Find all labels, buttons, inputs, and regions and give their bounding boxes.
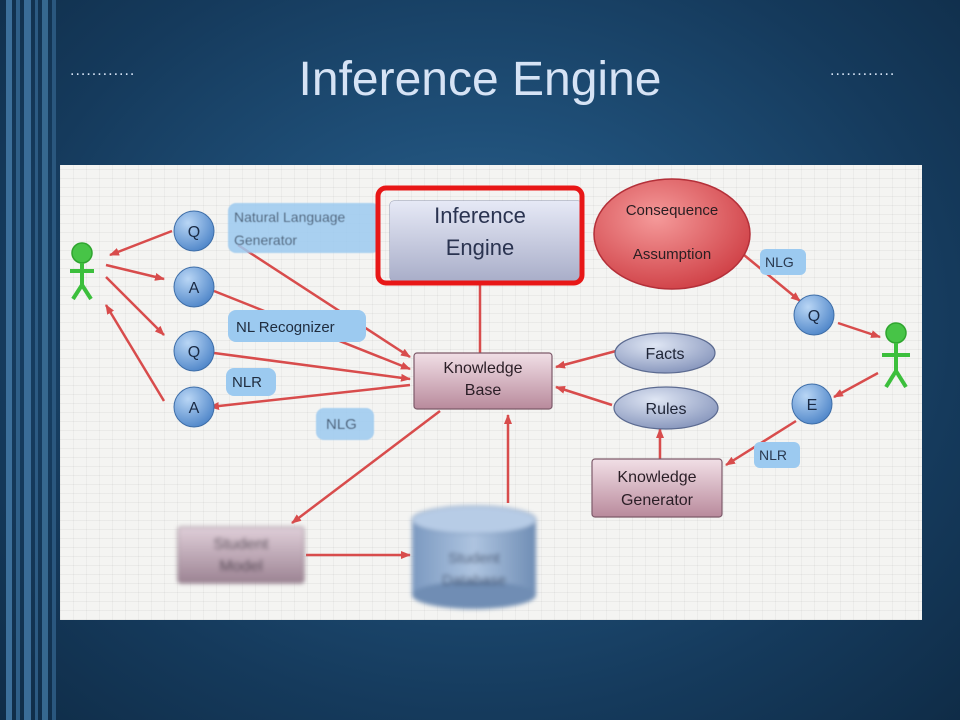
consequence-assumption-ellipse: Consequence Assumption — [593, 178, 751, 290]
decorative-stripes — [0, 0, 64, 720]
title-dots-left: ............ — [70, 62, 136, 79]
rules-oval: Rules — [613, 386, 719, 430]
box-label: Student — [448, 550, 501, 567]
arrow — [213, 351, 411, 382]
label-nlr-right: NLR — [754, 442, 800, 468]
inference-engine-diagram: Q A Q A Q E Natural Language Generator N… — [70, 178, 910, 609]
user-right-icon — [882, 322, 910, 389]
knowledge-base-box: Knowledge Base — [413, 352, 553, 410]
consequence-label: Consequence — [626, 202, 719, 219]
node-label: Q — [188, 224, 200, 241]
box-label: Student — [213, 536, 269, 553]
node-label: E — [807, 397, 818, 414]
box-label: Engine — [446, 235, 515, 260]
box-label: Model — [219, 558, 263, 575]
assumption-label: Assumption — [633, 246, 711, 263]
slide-title: Inference Engine — [298, 53, 662, 106]
label-text: NL Recognizer — [236, 319, 335, 336]
label-nlg-left: NLG — [316, 408, 374, 440]
label-natural-language-generator: Natural Language Generator — [228, 203, 380, 253]
arrow — [104, 304, 166, 402]
node-label: Q — [188, 344, 200, 361]
box-label: Base — [465, 382, 502, 399]
node-left-a2: A — [173, 386, 215, 428]
arrow — [209, 383, 411, 410]
node-left-q1: Q — [173, 210, 215, 252]
arrow — [109, 229, 173, 257]
arrow — [833, 371, 879, 399]
node-left-a1: A — [173, 266, 215, 308]
node-right-e: E — [791, 383, 833, 425]
arrow — [105, 276, 165, 336]
inference-engine-box: Inference Engine — [389, 200, 583, 282]
node-label: Q — [808, 308, 820, 325]
label-text: NLG — [326, 416, 357, 433]
arrow — [237, 243, 411, 359]
knowledge-generator-box: Knowledge Generator — [591, 458, 723, 518]
facts-oval: Facts — [614, 332, 716, 374]
label-text: Natural Language — [234, 209, 346, 225]
node-label: A — [189, 400, 200, 417]
label-text: NLR — [232, 374, 262, 391]
user-left-icon — [70, 242, 94, 301]
label-nlg-right: NLG — [760, 249, 806, 275]
label-text: NLR — [759, 447, 787, 463]
label-text: Generator — [234, 232, 297, 248]
box-label: Knowledge — [443, 360, 522, 377]
highlight-frame — [375, 185, 585, 286]
box-label: Inference — [434, 203, 526, 228]
student-database-cylinder: Student Database — [411, 505, 537, 609]
box-label: Generator — [621, 492, 694, 509]
arrow — [743, 254, 801, 302]
box-label: Knowledge — [617, 469, 696, 486]
arrow — [555, 349, 617, 369]
node-label: A — [189, 280, 200, 297]
student-model-box: Student Model — [177, 526, 305, 584]
label-nl-recognizer: NL Recognizer — [228, 310, 366, 342]
label-nlr-left: NLR — [226, 368, 276, 396]
arrow — [555, 385, 613, 407]
title-dots-right: ............ — [830, 62, 896, 79]
node-right-q: Q — [793, 294, 835, 336]
arrow — [291, 410, 441, 524]
facts-label: Facts — [645, 346, 684, 363]
box-label: Database — [442, 572, 506, 589]
label-text: NLG — [765, 254, 794, 270]
arrow — [105, 263, 165, 281]
rules-label: Rules — [646, 401, 687, 418]
node-left-q2: Q — [173, 330, 215, 372]
arrow — [837, 321, 881, 339]
diagram-panel: Q A Q A Q E Natural Language Generator N… — [60, 165, 922, 620]
